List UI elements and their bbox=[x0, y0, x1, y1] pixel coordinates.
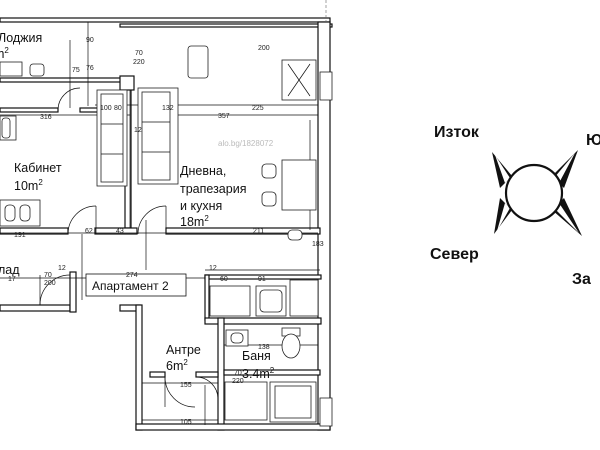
room-area-entry: 6m2 bbox=[166, 358, 188, 373]
apartment-label-box bbox=[85, 273, 187, 297]
watermark: alo.bg/1828072 bbox=[218, 139, 274, 148]
compass-label-west: За bbox=[572, 271, 591, 288]
dimension-label: 220 bbox=[133, 59, 145, 66]
dimension-label: 155 bbox=[180, 382, 192, 389]
dimension-labels: 70 220 132 357 225 316 191 43 274 70 200… bbox=[8, 37, 324, 426]
dimension-label: 132 bbox=[162, 105, 174, 112]
dimension-label: 12 bbox=[209, 265, 217, 272]
dimension-label: 76 bbox=[86, 65, 94, 72]
dimension-label: 12 bbox=[58, 265, 66, 272]
dimension-label: 183 bbox=[312, 241, 324, 248]
dimension-label: 70 bbox=[44, 272, 52, 279]
dimension-label: 70 bbox=[234, 370, 242, 377]
dimension-label: 90 bbox=[86, 37, 94, 44]
dimension-label: 100 bbox=[100, 105, 112, 112]
exterior-wall-detail bbox=[319, 0, 333, 427]
dimension-label: 43 bbox=[116, 228, 124, 235]
dimension-label: 211 bbox=[253, 228, 264, 235]
room-label-living-line1: Дневна, bbox=[180, 164, 226, 178]
room-label-living-line3: и кухня bbox=[180, 199, 222, 213]
compass-circle bbox=[504, 163, 564, 223]
dimension-label: 220 bbox=[232, 378, 244, 385]
dimension-label: 17 bbox=[8, 276, 16, 283]
dimension-label: 12 bbox=[134, 127, 142, 134]
room-area-living: 18m2 bbox=[180, 214, 209, 229]
dimension-label: 191 bbox=[14, 232, 26, 239]
compass-rose bbox=[492, 150, 582, 236]
compass-label-south: Ю bbox=[586, 132, 600, 149]
dimension-label: 138 bbox=[258, 344, 270, 351]
dimension-label: 75 bbox=[72, 67, 80, 74]
room-label-entry: Антре bbox=[166, 343, 201, 357]
compass-label-north: Север bbox=[430, 246, 479, 263]
dimension-label: 274 bbox=[126, 272, 138, 279]
compass-label-east: Изток bbox=[434, 124, 480, 141]
apartment-label: Апартамент 2 bbox=[92, 279, 169, 293]
dimension-label: 105 bbox=[180, 419, 192, 426]
room-label-bath: Баня bbox=[242, 349, 271, 363]
dimension-label: 91 bbox=[258, 276, 266, 283]
dimension-label: 200 bbox=[258, 45, 270, 52]
dimension-label: 70 bbox=[135, 50, 143, 57]
room-area-cabinet: 10m2 bbox=[14, 178, 43, 193]
room-label-living-line2: трапезария bbox=[180, 182, 246, 196]
door-swings bbox=[39, 87, 219, 408]
room-label-loggia: Лоджия bbox=[0, 31, 42, 45]
room-area-loggia: m2 bbox=[0, 46, 9, 61]
room-label-closet: лад bbox=[0, 263, 20, 277]
dimension-label: 60 bbox=[220, 276, 228, 283]
dimension-label: 225 bbox=[252, 105, 264, 112]
dimension-label: 200 bbox=[44, 280, 56, 287]
furniture bbox=[0, 45, 319, 423]
dimension-lines bbox=[0, 22, 320, 425]
dimension-label: 357 bbox=[218, 113, 230, 120]
dimension-label: 80 bbox=[114, 105, 122, 112]
room-label-cabinet: Кабинет bbox=[14, 161, 62, 175]
dimension-label: 62 bbox=[85, 228, 93, 235]
dimension-label: 316 bbox=[40, 114, 52, 121]
room-area-bath: 3.4m2 bbox=[242, 366, 275, 381]
